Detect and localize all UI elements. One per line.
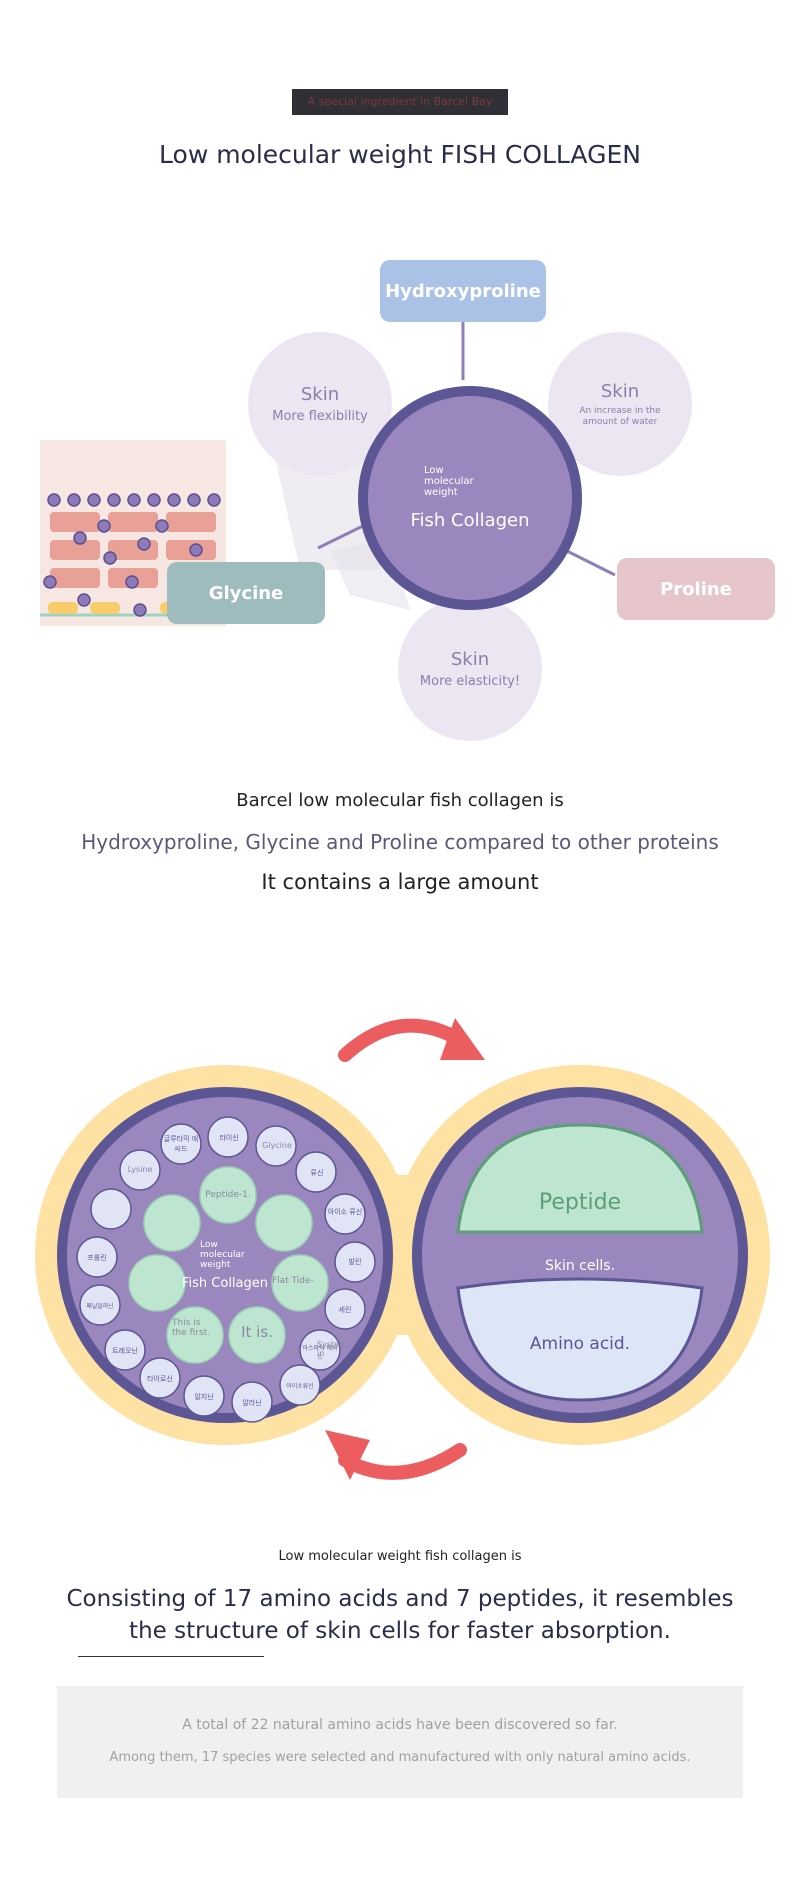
tagline-badge: A special ingredient in Barcel Bay	[292, 89, 508, 115]
amino-label: 라이신	[219, 1134, 239, 1142]
peptide-label: It is.	[241, 1323, 273, 1341]
bubble-title: Skin	[450, 649, 490, 670]
amino-label: 페닐알라닌	[86, 1303, 114, 1310]
center-small-label: Low molecular weight	[424, 465, 474, 498]
amino-label: 알지닌	[194, 1393, 214, 1401]
pill-hydroxyproline: Hydroxyproline	[380, 260, 546, 322]
peptide-dome	[456, 1123, 704, 1234]
amino-label: Lysine	[127, 1165, 153, 1174]
amino-label: 아스파틱 애씨드	[302, 1345, 338, 1361]
amino-label: 아이소 류신	[327, 1208, 363, 1216]
bubble-title: Skin	[600, 380, 640, 402]
bottom-subtitle: Low molecular weight fish collagen is	[278, 1549, 522, 1564]
amino-label: 세린	[338, 1306, 352, 1314]
amino-label: 타이로신	[147, 1375, 173, 1383]
collagen-structure-diagram	[35, 1018, 770, 1480]
bubble-title: Skin	[300, 384, 340, 405]
amino-label: 글루타믹 애씨드	[163, 1135, 199, 1153]
left-center-small: Low molecular weight	[200, 1240, 245, 1270]
amino-circles	[76, 1116, 376, 1423]
pill-glycine: Glycine	[167, 562, 325, 624]
description-line-2: Hydroxyproline, Glycine and Proline comp…	[81, 830, 719, 854]
bubble-subtitle: More elasticity!	[419, 674, 521, 689]
peptide-label: Peptide-1.	[205, 1190, 251, 1200]
amino-label: 알라닌	[242, 1399, 262, 1407]
center-circle: Low molecular weight Fish Collagen	[368, 396, 572, 600]
collagen-diagram: Skin More flexibility Skin An increase i…	[0, 240, 800, 741]
left-center-label: Fish Collagen	[182, 1276, 268, 1291]
bubble-subtitle: An increase in the amount of water	[579, 405, 661, 427]
peptide-label: Flat Tide-	[272, 1276, 314, 1286]
center-label: Fish Collagen	[410, 510, 530, 531]
arrow-bottom-head	[325, 1430, 370, 1480]
page-title: Low molecular weight FISH COLLAGEN	[159, 140, 641, 169]
amino-label: 아이소류신	[286, 1383, 314, 1390]
amino-label: Glycine	[262, 1141, 292, 1150]
structure-labels: 글루타믹 애씨드 라이신 Glycine 류신 아이소 류신 발린 세린 아스파…	[0, 1000, 800, 1500]
skin-cell-illustration	[40, 440, 226, 626]
arrow-top	[338, 1018, 467, 1062]
amino-label: 트레오닌	[112, 1347, 138, 1355]
description-line-1: Barcel low molecular fish collagen is	[236, 790, 564, 811]
bottom-title-line-2: the structure of skin cells for faster a…	[129, 1618, 671, 1644]
peptide-label-main: Peptide	[538, 1190, 622, 1215]
peptide-label: This is the first.	[172, 1318, 211, 1338]
peptide-label: System in	[317, 1340, 347, 1358]
pill-proline: Proline	[617, 558, 775, 620]
bubble-elasticity: Skin More elasticity!	[398, 597, 542, 741]
info-box: A total of 22 natural amino acids have b…	[57, 1686, 743, 1798]
amino-label: 프롤린	[87, 1254, 107, 1262]
peptide-circles	[128, 1166, 329, 1364]
amino-label: 발린	[348, 1258, 362, 1266]
amino-acid-label: Amino acid.	[529, 1334, 631, 1354]
amino-label: 류신	[310, 1169, 324, 1177]
bubble-subtitle: More flexibility	[272, 409, 368, 424]
description-line-3: It contains a large amount	[261, 870, 539, 894]
bottom-title-line-1: Consisting of 17 amino acids and 7 pepti…	[66, 1586, 734, 1612]
amino-acid-bowl	[456, 1277, 704, 1402]
info-line-2: Among them, 17 species were selected and…	[109, 1750, 691, 1765]
underline-divider	[78, 1656, 264, 1657]
arrow-top-head	[440, 1018, 485, 1060]
info-line-1: A total of 22 natural amino acids have b…	[182, 1717, 618, 1733]
skin-cells-label: Skin cells.	[544, 1258, 616, 1274]
arrow-bottom	[338, 1443, 467, 1480]
